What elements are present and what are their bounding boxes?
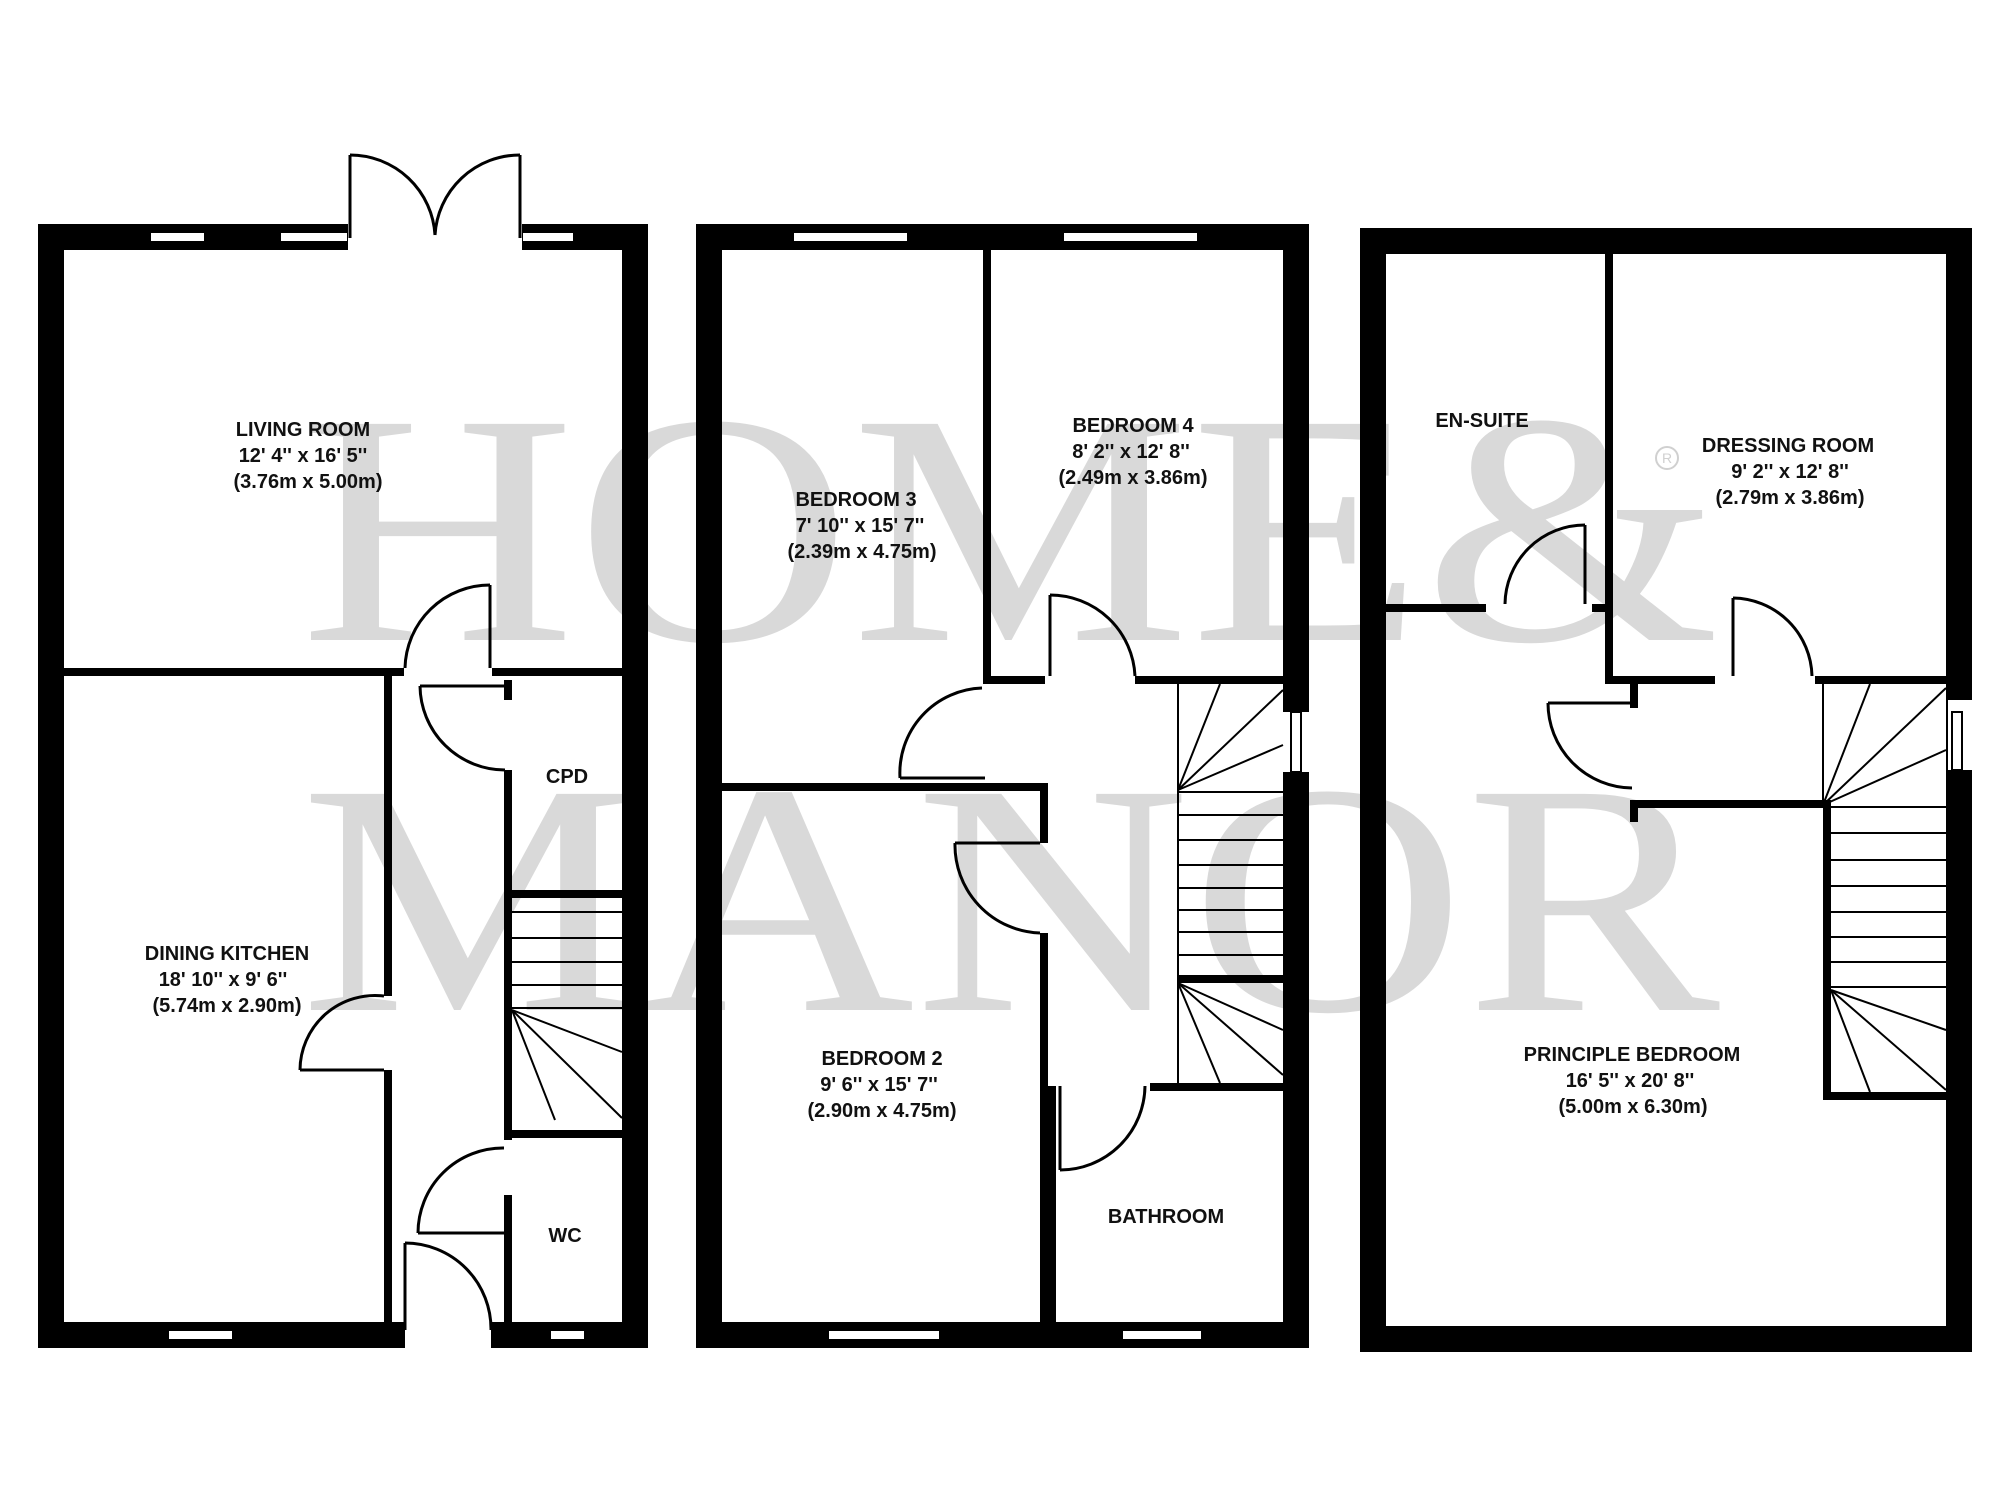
room-cpd: CPD [546, 766, 588, 788]
door-icon [416, 1146, 505, 1235]
registered-mark-icon: R [1655, 446, 1679, 470]
window [792, 231, 909, 243]
room-bedroom-2: BEDROOM 2 9' 6'' x 15' 7'' (2.90m x 4.75… [808, 1048, 957, 1122]
window [1290, 711, 1302, 773]
room-name: PRINCIPLE BEDROOM [1524, 1044, 1741, 1066]
room-name: BEDROOM 2 [821, 1048, 942, 1070]
door-icon [418, 684, 506, 772]
room-bathroom: BATHROOM [1108, 1206, 1224, 1228]
room-wc: WC [548, 1225, 581, 1247]
door-icon [298, 993, 385, 1072]
room-size-metric: (2.90m x 4.75m) [808, 1100, 957, 1122]
room-name: DINING KITCHEN [145, 943, 309, 965]
window [827, 1329, 941, 1341]
svg-text:R: R [1662, 450, 1672, 466]
staircase-icon [511, 911, 623, 1121]
window [1951, 711, 1963, 771]
room-dining-kitchen: DINING KITCHEN 18' 10'' x 9' 6'' (5.74m … [145, 943, 309, 1017]
room-en-suite: EN-SUITE [1435, 410, 1528, 432]
first-floor-plan: BEDROOM 3 7' 10'' x 15' 7'' (2.39m x 4.7… [696, 224, 1309, 1348]
window [149, 231, 206, 243]
room-size-metric: (2.79m x 3.86m) [1716, 487, 1865, 509]
door-icon [1058, 1085, 1147, 1172]
staircase-icon [1822, 683, 1947, 1093]
room-size-imperial: 18' 10'' x 9' 6'' [159, 969, 288, 991]
room-name: BEDROOM 4 [1072, 415, 1194, 437]
door-icon [1503, 523, 1587, 605]
watermark: HOME& MANOR R [300, 347, 1722, 1082]
door-icon [1546, 701, 1633, 790]
front-door-icon [403, 1241, 493, 1331]
room-bedroom-3: BEDROOM 3 7' 10'' x 15' 7'' (2.39m x 4.7… [788, 489, 937, 563]
room-size-metric: (2.49m x 3.86m) [1059, 467, 1208, 489]
room-living-room: LIVING ROOM 12' 4'' x 16' 5'' (3.76m x 5… [234, 419, 383, 493]
door-icon [403, 583, 492, 669]
room-name: DRESSING ROOM [1702, 435, 1874, 457]
window [521, 231, 575, 243]
french-doors-icon [348, 153, 522, 238]
room-size-imperial: 8' 2'' x 12' 8'' [1072, 441, 1190, 463]
watermark-line-2: MANOR [300, 717, 1722, 1082]
room-size-metric: (2.39m x 4.75m) [788, 541, 937, 563]
ground-floor-plan: LIVING ROOM 12' 4'' x 16' 5'' (3.76m x 5… [38, 153, 648, 1348]
door-icon [1731, 596, 1814, 677]
room-size-metric: (3.76m x 5.00m) [234, 471, 383, 493]
room-bedroom-4: BEDROOM 4 8' 2'' x 12' 8'' (2.49m x 3.86… [1059, 415, 1208, 489]
window [549, 1329, 586, 1341]
room-size-imperial: 9' 6'' x 15' 7'' [820, 1074, 938, 1096]
door-icon [1048, 593, 1137, 677]
room-size-imperial: 12' 4'' x 16' 5'' [239, 445, 368, 467]
window [1062, 231, 1199, 243]
room-size-imperial: 7' 10'' x 15' 7'' [796, 515, 925, 537]
window [1121, 1329, 1203, 1341]
second-floor-plan: EN-SUITE DRESSING ROOM 9' 2'' x 12' 8'' … [1360, 228, 1972, 1352]
door-icon [898, 686, 985, 780]
window [167, 1329, 234, 1341]
room-name: LIVING ROOM [236, 419, 370, 441]
room-principle-bedroom: PRINCIPLE BEDROOM 16' 5'' x 20' 8'' (5.0… [1524, 1044, 1741, 1118]
room-size-imperial: 9' 2'' x 12' 8'' [1731, 461, 1849, 483]
room-size-metric: (5.74m x 2.90m) [153, 995, 302, 1017]
room-size-imperial: 16' 5'' x 20' 8'' [1566, 1070, 1695, 1092]
staircase-icon [1177, 683, 1284, 1084]
watermark-line-1: HOME& [300, 347, 1720, 712]
window [279, 231, 349, 243]
room-name: BEDROOM 3 [795, 489, 916, 511]
room-size-metric: (5.00m x 6.30m) [1559, 1096, 1708, 1118]
door-icon [953, 841, 1041, 935]
room-dressing-room: DRESSING ROOM 9' 2'' x 12' 8'' (2.79m x … [1702, 435, 1874, 509]
